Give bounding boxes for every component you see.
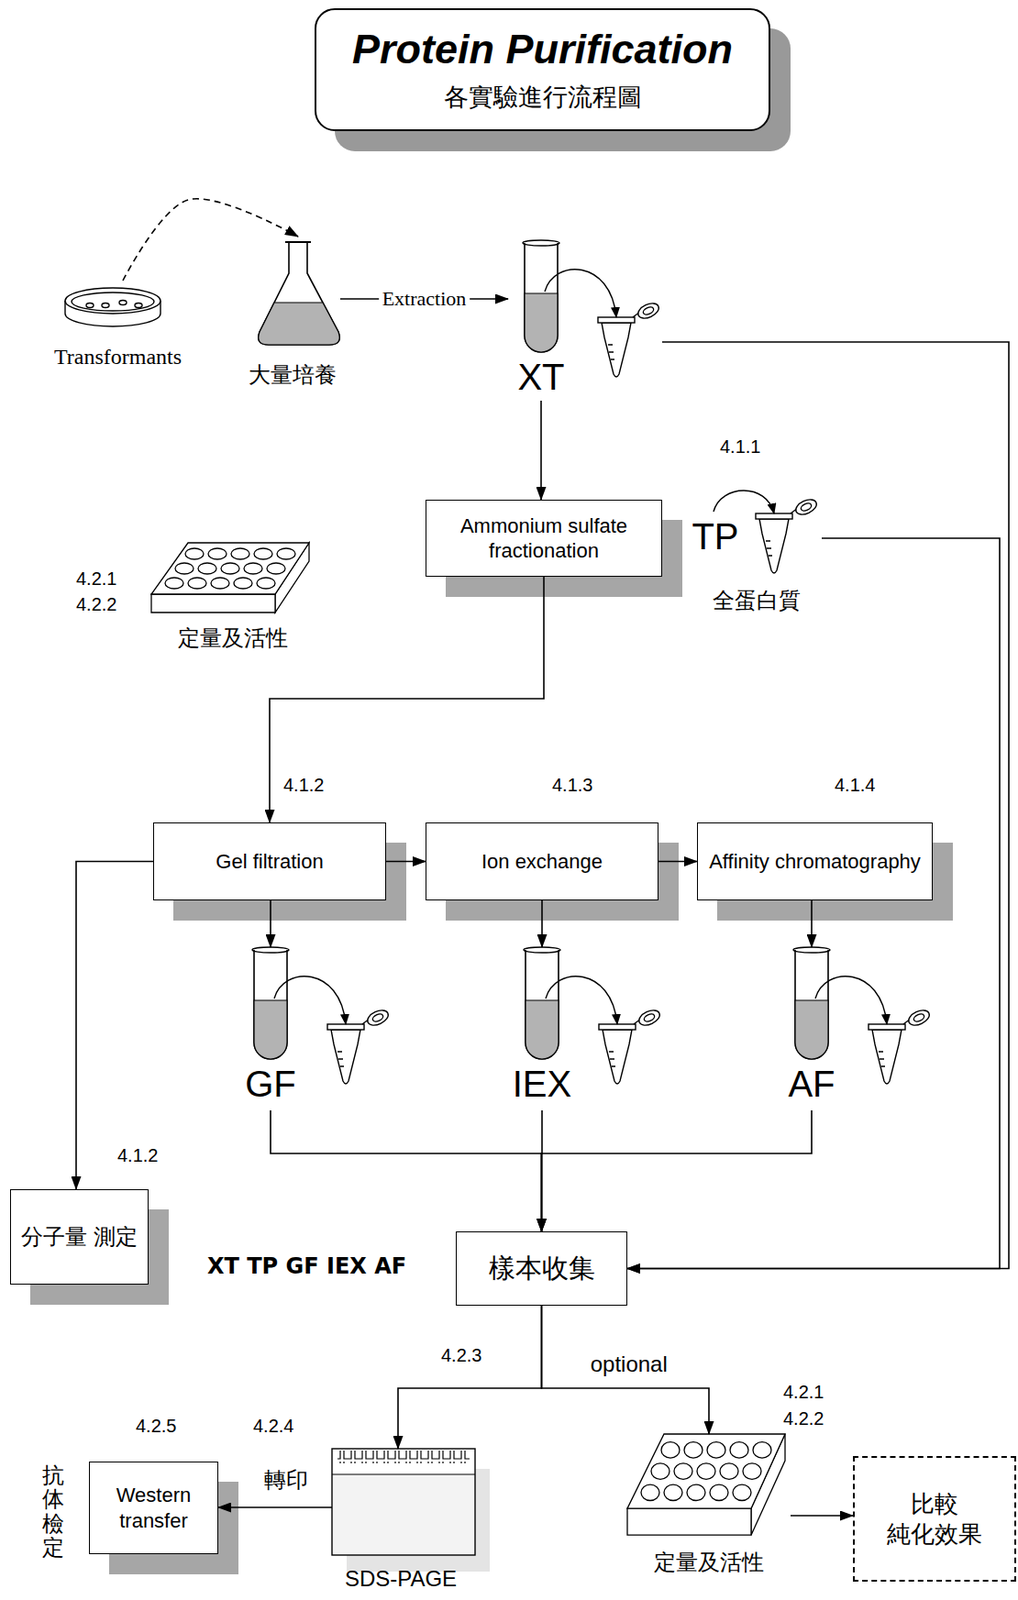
connector-arrow — [658, 861, 698, 864]
title: Protein Purification — [316, 24, 769, 75]
gel-slab: SDS-PAGE — [331, 1449, 490, 1596]
connector-arrow — [790, 1515, 853, 1517]
connector-arrow — [218, 1506, 332, 1509]
process-box: Affinity chromatography — [697, 822, 933, 901]
node-label: 比較 純化效果 — [863, 1489, 1006, 1550]
sample-tube: XT — [508, 240, 663, 401]
edge-label: optional — [586, 1351, 672, 1379]
callout-number: 4.1.2 — [283, 774, 324, 797]
connector-arrow — [76, 862, 154, 1191]
node-label: Affinity chromatography — [708, 849, 921, 875]
petri-dish: Transformants — [41, 280, 195, 378]
tube-illustration — [793, 947, 932, 1085]
node-label: XT — [508, 355, 575, 399]
node-label: 全蛋白質 — [689, 588, 823, 615]
node-label: Transformants — [41, 344, 195, 371]
culture-flask — [258, 242, 341, 345]
dashed-box: 比較 純化效果 — [852, 1456, 1017, 1583]
node-label: TP — [687, 515, 743, 558]
callout-number: 4.2.1 — [783, 1382, 824, 1404]
callout-number: 4.2.2 — [76, 594, 117, 616]
node-label: GF — [237, 1062, 304, 1106]
edge-label: Extraction — [378, 287, 471, 311]
well-plate-illustration — [627, 1434, 786, 1536]
connector-arrow — [627, 342, 1009, 1270]
tube-illustration — [252, 947, 391, 1085]
process-box: 樣本收集 — [455, 1231, 628, 1306]
sample-tube: GF — [237, 947, 392, 1111]
connector-arrow — [540, 400, 543, 500]
node-label: 定量及活性 — [627, 1549, 791, 1576]
callout-number: 4.1.4 — [834, 774, 875, 797]
node-label: 分子量 測定 — [21, 1223, 138, 1251]
node-label: AF — [778, 1062, 845, 1106]
gel-illustration — [331, 1449, 490, 1572]
connector-arrow — [386, 861, 426, 864]
callout-number: 4.2.1 — [76, 568, 117, 590]
connector-arrow — [269, 900, 272, 948]
callout-number: 4.2.3 — [441, 1345, 482, 1367]
petri-dish — [65, 287, 161, 327]
connector-arrow — [542, 1305, 710, 1435]
connector-arrow — [627, 538, 1000, 1270]
node-label: 大量培養 — [244, 362, 341, 388]
tube-illustration — [522, 240, 662, 377]
sample-list: XT TP GF IEX AF — [207, 1254, 407, 1281]
connector-arrow — [269, 576, 544, 823]
process-box: 分子量 測定 — [10, 1189, 149, 1285]
well-plate-illustration — [151, 542, 310, 613]
well-plate: 定量及活性 — [627, 1434, 791, 1582]
node-label: Ammonium sulfate fractionation — [435, 513, 653, 565]
process-box: Ion exchange — [425, 822, 659, 901]
subtitle: 各實驗進行流程圖 — [316, 83, 769, 112]
node-label: 定量及活性 — [151, 625, 315, 652]
node-label: 樣本收集 — [488, 1251, 596, 1285]
callout-number: 4.1.1 — [719, 436, 761, 458]
connector-arrow — [270, 1110, 543, 1232]
node-label: SDS-PAGE — [331, 1566, 470, 1593]
callout-number: 4.2.5 — [135, 1416, 177, 1438]
callout-number: 4.2.2 — [783, 1408, 824, 1430]
shadow-layer — [30, 520, 953, 1575]
node-label: IEX — [509, 1062, 576, 1106]
sample-tube: AF — [778, 947, 933, 1111]
eppendorf-tube — [755, 497, 819, 574]
node-label: Western transfer — [99, 1482, 209, 1534]
process-box: Ammonium sulfate fractionation — [425, 499, 663, 577]
tube-illustration — [523, 947, 663, 1085]
title-box: Protein Purification 各實驗進行流程圖 — [314, 8, 771, 132]
connector-arrow — [541, 900, 543, 948]
vertical-note: 抗体檢定 — [42, 1463, 65, 1561]
process-box: Western transfer — [88, 1461, 219, 1555]
connector-arrow — [542, 1110, 813, 1232]
sample-tube: IEX — [509, 947, 664, 1111]
node-label: Ion exchange — [481, 849, 603, 875]
well-plate: 定量及活性 — [151, 542, 315, 655]
connector-arrow — [122, 199, 299, 281]
callout-number: 4.1.2 — [117, 1145, 158, 1167]
callout-number: 4.1.3 — [552, 774, 593, 797]
process-box: Gel filtration — [153, 822, 387, 901]
transfer-arrow — [713, 490, 775, 514]
connector-arrow — [398, 1305, 543, 1450]
sample-tube: TP 全蛋白質 — [684, 487, 822, 626]
culture-flask: 大量培養 — [244, 236, 341, 390]
node-label: Gel filtration — [215, 849, 323, 875]
edge-label: 轉印 — [260, 1467, 312, 1494]
connector-arrow — [810, 900, 813, 948]
callout-number: 4.2.4 — [253, 1416, 294, 1438]
